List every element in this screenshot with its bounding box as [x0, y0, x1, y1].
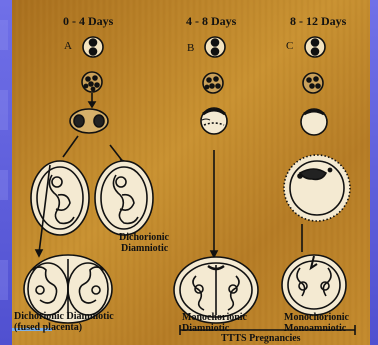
- embryo-2cell-c: [305, 37, 325, 57]
- label-dichorionic-diamniotic: Dichorionic Diamniotic: [119, 233, 169, 254]
- morula-b: [203, 73, 223, 93]
- monochorionic-monoamniotic-sac: [282, 255, 346, 315]
- morula-a: [82, 72, 102, 92]
- embryo-2cell-a: [83, 37, 103, 57]
- row-letter-b: B: [187, 42, 194, 54]
- column-header-a: 0 - 4 Days: [63, 14, 113, 29]
- bilaminar-disc-c: [284, 155, 350, 221]
- column-header-c: 8 - 12 Days: [290, 14, 346, 29]
- blastocyst-two-icm-a: [70, 109, 108, 133]
- dichorionic-sac-right: [95, 161, 153, 235]
- row-letter-c: C: [286, 40, 293, 52]
- label-ttts-pregnancies: TTTS Pregnancies: [221, 334, 301, 345]
- label-monochorionic-monoamniotic: Monochorionic Monoamniotic: [284, 313, 349, 334]
- blastocyst-c: [301, 109, 327, 135]
- label-dichorionic-fused: Dichorionic Diamniotic (fused placenta): [14, 312, 114, 333]
- embryo-2cell-b: [205, 37, 225, 57]
- label-monochorionic-diamniotic: Monochorionic Diamniotic: [182, 313, 247, 334]
- column-header-b: 4 - 8 Days: [186, 14, 236, 29]
- dichorionic-sac-left: [31, 161, 89, 235]
- blastocyst-b: [201, 108, 227, 134]
- row-letter-a: A: [64, 40, 72, 52]
- morula-c: [303, 73, 323, 93]
